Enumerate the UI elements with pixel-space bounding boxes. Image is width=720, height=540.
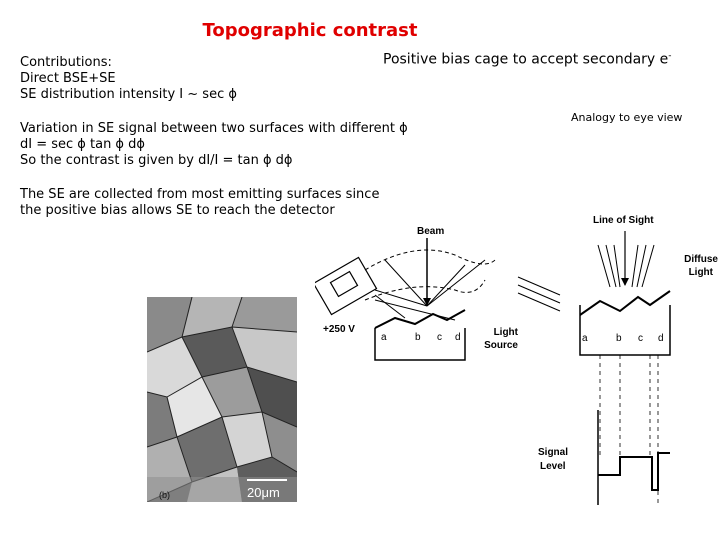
facet-a: a <box>381 332 387 343</box>
source-label: Source <box>484 340 518 351</box>
facet-c: c <box>437 332 442 343</box>
eye-facet-c: c <box>638 333 643 344</box>
micrograph-label: (b) <box>159 490 170 500</box>
diffuse-rays <box>597 244 655 288</box>
facet-d: d <box>455 332 461 343</box>
sem-diagram: Beam +250 V a b c d Light Source <box>315 226 519 361</box>
detector-body <box>329 270 359 298</box>
facet-b: b <box>415 332 421 343</box>
scale-label: 20μm <box>247 485 280 500</box>
bias-note: Positive bias cage to accept secondary e… <box>383 51 672 68</box>
detector-cage <box>315 256 378 316</box>
eye-diagram: Line of Sight Diffuse Light a b c d Sign… <box>517 215 718 505</box>
level-label: Level <box>540 461 566 472</box>
voltage-label: +250 V <box>323 324 355 335</box>
analogy-label: Analogy to eye view <box>571 111 683 124</box>
projection-lines <box>599 355 659 505</box>
beam-arrow <box>423 298 431 306</box>
se-path-top <box>364 249 496 271</box>
sem-micrograph: (b) 20μm <box>147 297 297 502</box>
eye-facet-b: b <box>616 333 622 344</box>
slide-title: Topographic contrast <box>202 20 418 41</box>
variation-text: Variation in SE signal between two surfa… <box>20 121 408 168</box>
eye-specimen-box <box>579 305 671 356</box>
light-label: Light <box>494 327 519 338</box>
line-of-sight-label: Line of Sight <box>593 215 654 226</box>
eye-specimen-surface <box>579 290 671 316</box>
beam-label: Beam <box>417 226 444 237</box>
se-path-mid <box>364 279 486 301</box>
diffuse-label: Diffuse <box>684 254 718 265</box>
specimen-surface <box>374 309 466 329</box>
signal-label: Signal <box>538 447 568 458</box>
side-light-rays <box>517 276 561 312</box>
sight-arrow <box>621 278 629 286</box>
specimen-box <box>374 328 466 361</box>
contributions-text: Contributions: Direct BSE+SE SE distribu… <box>20 55 237 102</box>
diffuse-light-label: Light <box>689 267 714 278</box>
se-trajectories <box>374 259 486 321</box>
signal-trace <box>598 452 670 491</box>
collected-text: The SE are collected from most emitting … <box>20 187 380 218</box>
eye-facet-d: d <box>658 333 664 344</box>
eye-facet-a: a <box>582 333 588 344</box>
